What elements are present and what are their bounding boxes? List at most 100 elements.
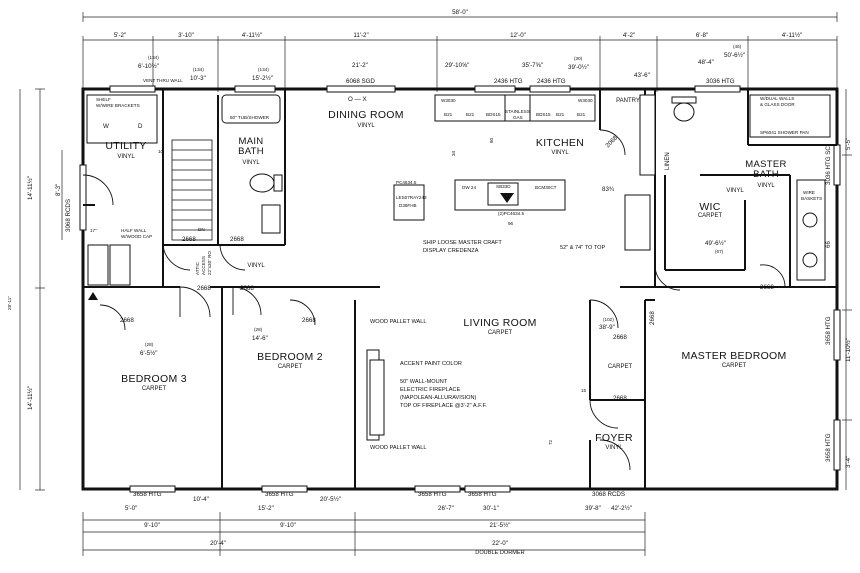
window-size: 3658 HTG [418, 491, 447, 498]
credenza-code: LES07RAY243 [396, 195, 427, 200]
window-size: 2436 HTG [537, 78, 566, 85]
credenza-note-1: SHIP LOOSE MASTER CRAFT [423, 240, 502, 246]
bottom-dim: 9'-10" [144, 522, 160, 529]
dim-15: 15 [581, 388, 587, 393]
fireplace-note-2: ELECTRIC FIREPLACE [400, 387, 461, 393]
bottom-dim: 22'-0" [492, 540, 508, 547]
dim-10: 10 [158, 149, 164, 154]
top-dim-ref: 29'-10⅝" [445, 62, 470, 69]
sink-label: SB33D [496, 184, 511, 189]
stairs [171, 139, 213, 241]
master-bath-floor: VINYL [757, 183, 775, 189]
dryer-label: D [138, 123, 143, 130]
top-dim: 12'-0" [510, 32, 526, 39]
door-size: 2668 [230, 236, 244, 243]
door-size: 2668 [613, 334, 627, 341]
dormer-label: DOUBLE DORMER [475, 550, 525, 556]
window-size: 3658 HTG [468, 491, 497, 498]
shower-pan-note: SP6041 SHOWER PAN [760, 130, 809, 135]
top-dim: 6'-8" [695, 32, 709, 39]
right-dim: 3036 HTG SC [825, 146, 832, 185]
bedroom-3-dim: 6'-5½" [140, 350, 158, 357]
attic-access-3: 22"x30" RO [207, 251, 212, 275]
gas-label: GAS [513, 115, 523, 120]
fireplace-note-1: 50" WALL-MOUNT [400, 379, 448, 385]
main-bath-label: MAIN BATH [238, 136, 264, 157]
washer-label: W [103, 123, 109, 130]
kitchen-label: KITCHEN [535, 137, 585, 149]
right-dim: 5'-5" [845, 137, 852, 150]
top-dim-ref: 39'-0½" [568, 64, 589, 71]
bottom-dim: 39'-8" [585, 505, 601, 512]
interior-walls [83, 89, 837, 489]
bottom-dim: 20'-4" [210, 540, 226, 547]
dim-72: 72 [548, 439, 553, 445]
side-door-size: 3068 RCDS [65, 198, 72, 232]
top-dim: 4'-11½" [781, 32, 803, 39]
accent-paint-note: ACCENT PAINT COLOR [400, 361, 462, 367]
master-bedroom-label: MASTER BEDROOM [681, 350, 787, 362]
wic-floor: CARPET [697, 213, 723, 219]
door-size: 2668 [613, 395, 627, 402]
wic-dim-2: (67) [715, 249, 724, 254]
living-room-floor: CARPET [487, 330, 513, 336]
sliding-door-size: 6068 SGD [346, 78, 375, 85]
dining-room-label: DINING ROOM [328, 109, 404, 121]
hall-floor: VINYL [247, 263, 265, 269]
top-dim: 5'-2" [113, 32, 127, 39]
door-size: 2668 [182, 236, 196, 243]
stainless-label: STAINLESS [505, 109, 530, 114]
bottom-dim: 20'-5½" [320, 496, 341, 503]
foyer-label: FOYER [595, 432, 633, 444]
main-bath-floor: VINYL [242, 160, 260, 166]
dim-17: 17" [90, 228, 97, 233]
dim-34: 34 [451, 150, 456, 156]
linen-label: LINEN [665, 152, 671, 170]
dimension-lines [19, 12, 852, 556]
top-dim: 3'-10" [178, 32, 194, 39]
cabinet-label: B21 [444, 112, 453, 117]
window-size: 2436 HTG [494, 78, 523, 85]
bottom-dim: 30'-1" [483, 505, 499, 512]
range-label: BCM30CT [535, 185, 557, 190]
left-dim: 14'-11½" [27, 386, 34, 410]
bedroom-2-dim: 14'-6" [252, 335, 268, 342]
wire-baskets-2: BASKETS [801, 196, 823, 201]
dining-room-floor: VINYL [357, 123, 375, 129]
shower-note-2: & GLASS DOOR [760, 102, 795, 107]
utility-floor: VINYL [117, 154, 135, 160]
master-bedroom-floor: CARPET [721, 363, 747, 369]
window-size: 3658 HTG [133, 491, 162, 498]
dim-102: (102) [603, 317, 614, 322]
foyer-floor: VINYL [605, 445, 623, 451]
credenza-note-2: DISPLAY CREDENZA [423, 248, 479, 254]
shelf-note-1: SHELF [96, 97, 111, 102]
top-dim: 4'-11½" [241, 32, 263, 39]
bottom-dim: 5'-0" [125, 505, 138, 512]
dim-28: (28) [145, 342, 154, 347]
dim-96: 96 [508, 221, 514, 226]
wic-label: WIC [699, 201, 721, 213]
shower-note-1: W/DUAL WALLS [760, 96, 795, 101]
kitchen-floor: VINYL [551, 150, 569, 156]
right-dim: 3'-4" [845, 455, 852, 468]
top-dim-ref: (30) [574, 56, 583, 61]
fireplace-note-3: (NAPOLEAN-ALLURAVISION) [400, 395, 477, 401]
dim-83: 83¾ [602, 186, 615, 193]
dim-28: (28) [254, 327, 263, 332]
misc-marks [88, 193, 514, 300]
dim-80: 80 [489, 137, 494, 143]
top-dim-ref: (134) [258, 67, 269, 72]
door-size: 2668 [760, 284, 774, 291]
bedroom-2-label: BEDROOM 2 [257, 351, 323, 363]
cabinet-label: B21 [466, 112, 475, 117]
to-top-note: 52" & 74" TO TOP [560, 245, 606, 251]
bottom-dim: 15'-2" [258, 505, 274, 512]
overall-width: 58'-0" [452, 9, 468, 16]
top-dim-ref: (46) [733, 44, 742, 49]
wic-dim: 49'-6½" [705, 240, 726, 247]
left-dim: 14'-11½" [27, 176, 34, 200]
shelf-note-2: W/WIRE BRACKETS [96, 103, 140, 108]
bedroom-3-floor: CARPET [141, 386, 167, 392]
